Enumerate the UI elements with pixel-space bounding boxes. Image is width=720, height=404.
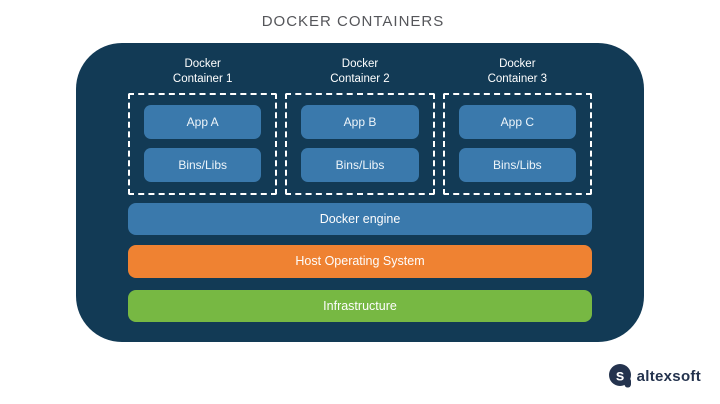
altexsoft-logo-text: altexsoft <box>636 367 701 385</box>
container-1-boundary: App A Bins/Libs <box>128 93 278 195</box>
altexsoft-logo-icon: s <box>608 364 631 388</box>
docker-container-2: Docker Container 2 App B Bins/Libs <box>285 57 435 195</box>
docker-host-panel: Docker Container 1 App A Bins/Libs Docke… <box>76 43 644 342</box>
docker-container-1: Docker Container 1 App A Bins/Libs <box>128 57 278 195</box>
container-1-label: Docker Container 1 <box>128 57 277 87</box>
container-3-bins-libs-box: Bins/Libs <box>458 148 576 182</box>
panel-content: Docker Container 1 App A Bins/Libs Docke… <box>76 43 644 322</box>
container-2-app-box: App B <box>301 105 419 139</box>
infrastructure-layer: Infrastructure <box>128 290 592 322</box>
svg-text:s: s <box>615 367 624 384</box>
altexsoft-logo: s altexsoft <box>608 364 701 388</box>
diagram-title: DOCKER CONTAINERS <box>261 13 445 30</box>
container-2-label-line2: Container 2 <box>330 73 390 85</box>
container-1-label-line1: Docker <box>184 58 221 70</box>
containers-row: Docker Container 1 App A Bins/Libs Docke… <box>128 57 592 195</box>
container-2-bins-libs-box: Bins/Libs <box>301 148 419 182</box>
container-2-label: Docker Container 2 <box>285 57 434 87</box>
container-3-boundary: App C Bins/Libs <box>442 93 592 195</box>
container-3-label: Docker Container 3 <box>443 57 592 87</box>
container-1-bins-libs-box: Bins/Libs <box>144 148 262 182</box>
container-2-boundary: App B Bins/Libs <box>285 93 435 195</box>
docker-container-3: Docker Container 3 App C Bins/Libs <box>442 57 592 195</box>
container-3-label-line2: Container 3 <box>487 73 548 85</box>
container-1-label-line2: Container 1 <box>172 73 233 85</box>
docker-engine-layer: Docker engine <box>128 203 592 235</box>
container-3-label-line1: Docker <box>499 58 536 70</box>
host-operating-system-layer: Host Operating System <box>128 245 592 278</box>
container-2-label-line1: Docker <box>341 58 379 70</box>
container-1-app-box: App A <box>144 105 262 139</box>
container-3-app-box: App C <box>458 105 576 139</box>
